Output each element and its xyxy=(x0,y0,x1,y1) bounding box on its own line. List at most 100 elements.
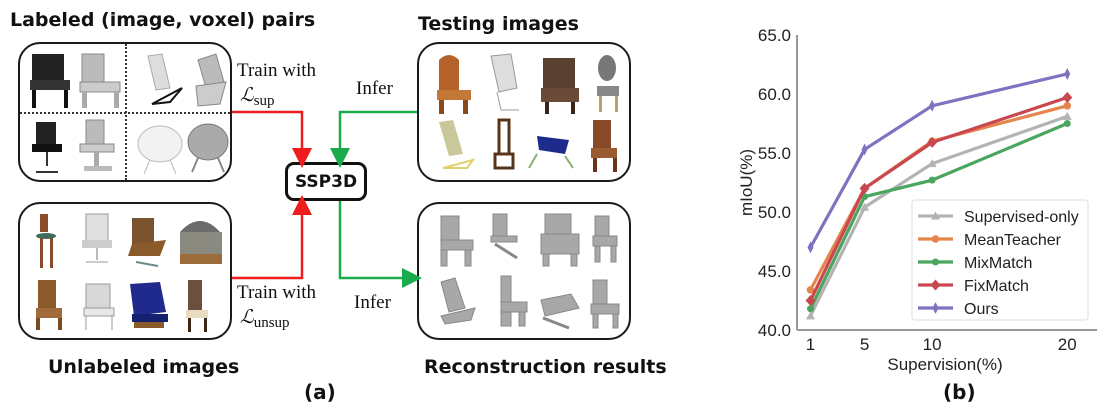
chair-image-icon xyxy=(147,53,183,105)
infer-input-arrow xyxy=(330,110,417,168)
data-point xyxy=(861,143,868,156)
voxel-chair-icon xyxy=(500,275,528,327)
legend-item: MeanTeacher xyxy=(918,232,1062,249)
figure-a-caption: (a) xyxy=(304,380,336,404)
legend-item: FixMatch xyxy=(918,278,1029,295)
series-supervised-only xyxy=(806,111,1072,320)
series-fixmatch xyxy=(805,92,1073,306)
chair-image-icon xyxy=(30,54,70,108)
voxel-chair-icon xyxy=(440,277,476,325)
x-tick-label: 5 xyxy=(860,335,869,354)
data-point xyxy=(859,182,870,194)
legend-item: MixMatch xyxy=(918,255,1032,272)
train-sup-arrow xyxy=(232,110,312,168)
labeled-pairs-panel xyxy=(18,42,232,182)
series-ours xyxy=(807,67,1071,254)
ssp3d-model-box: SSP3D xyxy=(285,162,367,201)
labeled-chair-thumbnails xyxy=(30,53,229,175)
legend-marker xyxy=(931,211,940,220)
x-axis-label: Supervision(%) xyxy=(887,355,1002,374)
data-point xyxy=(1062,111,1072,120)
y-tick-label: 60.0 xyxy=(758,85,791,104)
panel-divider-horizontal xyxy=(20,112,230,114)
unlabeled-images-panel xyxy=(18,202,232,340)
loss-symbol: ℒ xyxy=(240,306,254,328)
chair-image-icon xyxy=(128,218,166,267)
chair-voxel-icon xyxy=(79,53,121,108)
voxel-chair-icon xyxy=(440,215,474,267)
legend-label: MixMatch xyxy=(964,255,1032,272)
chair-image-icon xyxy=(32,122,62,173)
labeled-pairs-title: Labeled (image, voxel) pairs xyxy=(10,9,316,31)
voxel-chair-icon xyxy=(540,293,580,330)
y-tick-label: 55.0 xyxy=(758,144,791,163)
series-line xyxy=(809,122,1068,310)
legend-marker xyxy=(930,279,941,291)
unlabeled-chair-thumbnails xyxy=(36,213,222,332)
legend-marker xyxy=(932,302,939,314)
series-line xyxy=(809,114,1068,317)
voxel-chair-icon xyxy=(590,279,620,329)
legend-label: Supervised-only xyxy=(964,209,1079,226)
chair-voxel-icon xyxy=(79,119,115,171)
legend-marker xyxy=(932,258,939,266)
chair-image-icon xyxy=(137,125,183,175)
legend-item: Ours xyxy=(918,301,999,318)
data-point xyxy=(860,202,870,211)
legend-label: MeanTeacher xyxy=(964,232,1062,249)
sup-loss-label: ℒsup xyxy=(240,84,275,110)
legend-label: FixMatch xyxy=(964,278,1029,295)
y-tick-label: 45.0 xyxy=(758,262,791,281)
infer-output-arrow xyxy=(338,201,422,288)
loss-subscript: sup xyxy=(253,93,275,109)
y-tick-label: 40.0 xyxy=(758,321,791,340)
data-point xyxy=(1063,102,1072,110)
train-sup-label: Train with xyxy=(237,60,316,82)
data-point xyxy=(1063,120,1071,127)
reconstruction-results-panel xyxy=(417,202,631,340)
legend-label: Ours xyxy=(964,301,999,318)
chair-image-icon xyxy=(83,283,115,330)
train-with-text: Train with xyxy=(237,282,317,303)
x-tick-label: 1 xyxy=(806,335,815,354)
data-point xyxy=(807,305,815,313)
infer-bottom-label: Infer xyxy=(354,292,391,313)
chair-image-icon xyxy=(180,221,222,264)
x-tick-label: 10 xyxy=(923,335,942,354)
voxel-chair-icon xyxy=(540,213,580,267)
train-unsup-label: Train with xyxy=(237,282,316,304)
chair-image-icon xyxy=(36,280,62,330)
chair-image-icon xyxy=(437,55,471,114)
loss-symbol: ℒ xyxy=(240,84,254,106)
chair-voxel-icon xyxy=(195,53,227,107)
chair-image-icon xyxy=(36,214,56,268)
chair-image-icon xyxy=(82,213,112,263)
chair-image-icon xyxy=(439,120,476,169)
x-tick-label: 20 xyxy=(1058,335,1077,354)
testing-chair-thumbnails xyxy=(437,53,619,172)
figure-b-caption: (b) xyxy=(943,380,976,404)
data-point xyxy=(806,286,815,294)
legend-marker xyxy=(931,235,940,243)
legend-box xyxy=(911,199,1089,321)
chair-voxel-icon xyxy=(187,123,229,173)
voxel-chair-icon xyxy=(592,215,618,263)
y-tick-label: 50.0 xyxy=(758,203,791,222)
series-line xyxy=(809,96,1068,302)
data-point xyxy=(927,136,938,148)
chair-image-icon xyxy=(130,282,168,328)
data-point xyxy=(1062,92,1073,104)
infer-top-label: Infer xyxy=(356,78,393,99)
chair-image-icon xyxy=(490,53,519,111)
train-with-text: Train with xyxy=(237,60,317,81)
flow-arrows xyxy=(232,110,422,288)
unlabeled-images-title: Unlabeled images xyxy=(48,356,240,378)
chart-series xyxy=(805,67,1073,320)
data-point xyxy=(807,241,814,254)
legend-item: Supervised-only xyxy=(918,209,1079,226)
reconstruction-voxel-thumbnails xyxy=(440,213,620,330)
unsup-loss-label: ℒunsup xyxy=(240,306,290,332)
data-point xyxy=(929,99,936,112)
